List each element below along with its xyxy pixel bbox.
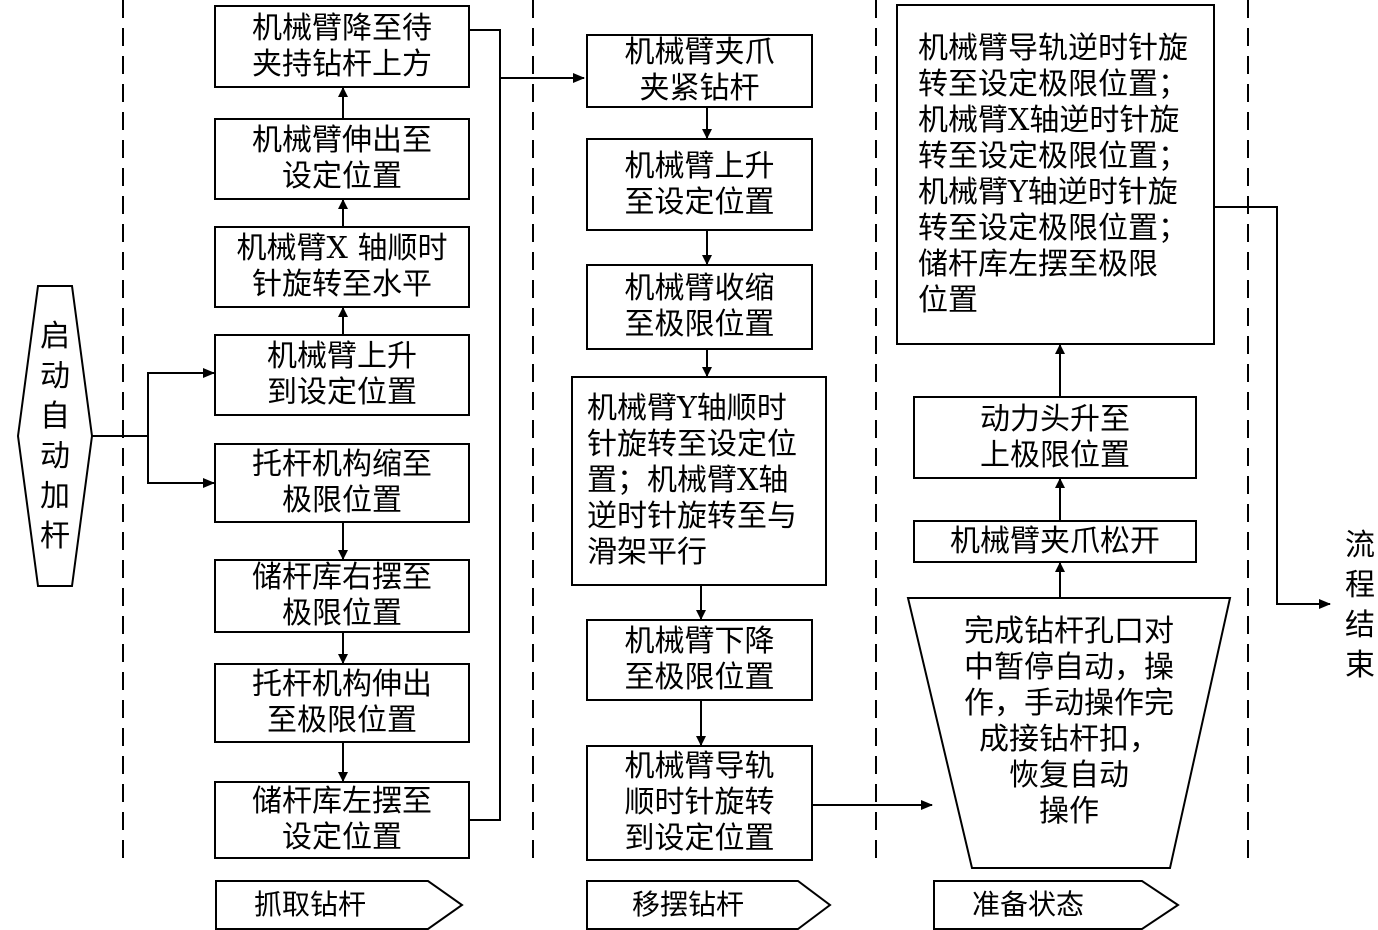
arrow-c3-to-end xyxy=(1215,206,1331,609)
start-label: 启 动 自 动 加 杆 xyxy=(40,319,70,554)
phase-prepare-label: 准备状态 xyxy=(972,888,1085,921)
c1-lift-to-position: 机械臂上升 到设定位置 xyxy=(214,334,470,416)
line-c1-top-to-bus xyxy=(470,29,501,78)
phase-prepare-shape xyxy=(933,880,1180,930)
c2-retract-to-limit: 机械臂收缩 至极限位置 xyxy=(586,264,813,350)
c1-rack-swing-left: 储杆库左摆至 设定位置 xyxy=(214,781,470,859)
c3-reset-rotations: 机械臂导轨逆时针旋 转至设定极限位置； 机械臂X轴逆时针旋 转至设定极限位置； … xyxy=(896,4,1215,345)
line-c1-bottom-to-bus xyxy=(470,78,501,821)
phase-grab-shape xyxy=(215,880,464,930)
c2-lift-to-position: 机械臂上升 至设定位置 xyxy=(586,138,813,231)
operation-trapezoid xyxy=(906,597,1232,869)
c2-lower-to-limit: 机械臂下降 至极限位置 xyxy=(586,619,813,701)
arrow-start-to-retract xyxy=(147,436,215,488)
c1-x-axis-rotate-horizontal: 机械臂X 轴顺时 针旋转至水平 xyxy=(214,226,470,308)
c1-extend-to-position: 机械臂伸出至 设定位置 xyxy=(214,118,470,200)
phase-move-label: 移摆钻杆 xyxy=(632,888,745,921)
c3-power-head-lift: 动力头升至 上极限位置 xyxy=(913,396,1197,479)
c3-manual-operation-text: 完成钻杆孔口对 中暂停自动，操 作，手动操作完 成接钻杆扣， 恢复自动 操作 xyxy=(964,614,1174,829)
phase-move-shape xyxy=(586,880,832,930)
c2-y-x-axis-rotate: 机械臂Y轴顺时 针旋转至设定位 置；机械臂X轴 逆时针旋转至与 滑架平行 xyxy=(571,376,827,586)
c1-support-extend: 托杆机构伸出 至极限位置 xyxy=(214,663,470,743)
arrow-start-to-lift xyxy=(147,368,215,436)
phase-grab-label: 抓取钻杆 xyxy=(254,888,367,921)
c3-gripper-release: 机械臂夹爪松开 xyxy=(913,520,1197,563)
c1-lower-to-above-rod: 机械臂降至待 夹持钻杆上方 xyxy=(214,5,470,88)
c2-rail-rotate-clockwise: 机械臂导轨 顺时针旋转 到设定位置 xyxy=(586,745,813,861)
c1-support-retract: 托杆机构缩至 极限位置 xyxy=(214,443,470,523)
end-label: 流 程 结 束 xyxy=(1345,528,1375,683)
c1-rack-swing-right: 储杆库右摆至 极限位置 xyxy=(214,559,470,633)
lane-dividers xyxy=(122,0,1249,862)
c2-gripper-clamp: 机械臂夹爪 夹紧钻杆 xyxy=(586,34,813,108)
